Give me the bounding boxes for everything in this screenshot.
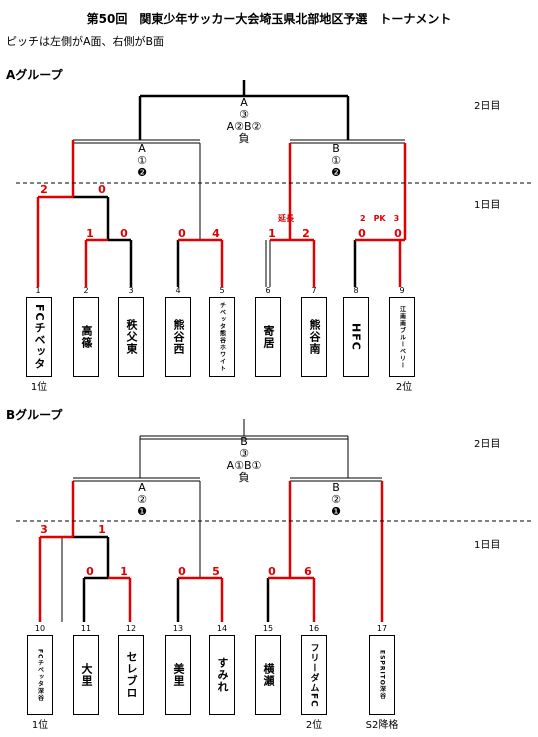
- group-a-final-info: A ③ A②B② 負: [224, 97, 264, 145]
- match-name: A: [138, 481, 146, 494]
- match-number: ②: [331, 493, 341, 506]
- team-box: 高篠: [73, 297, 99, 377]
- score: 6: [304, 565, 312, 578]
- group-b-day1-label: 1日目: [474, 540, 501, 551]
- group-b-label: Bグループ: [6, 408, 63, 422]
- team-number: 7: [311, 286, 317, 295]
- team-number: 1: [35, 286, 41, 295]
- team-number: 8: [353, 286, 359, 295]
- match-name: B: [332, 481, 340, 494]
- team-box: 江南南ブルーベリー: [389, 297, 415, 377]
- match-number: ③: [239, 447, 249, 460]
- group-b-semi-a-info: A ② ❶: [122, 482, 162, 518]
- score: 0: [120, 227, 128, 240]
- pk-tag: 2 PK 3: [360, 214, 400, 223]
- team-box: HFC: [343, 297, 369, 377]
- match-court: ❷: [331, 166, 341, 179]
- rank-label: 2位: [395, 382, 413, 393]
- score: 2: [40, 183, 48, 196]
- team-box: チベッタ熊谷ホワイト: [209, 297, 235, 377]
- team-number: 4: [175, 286, 181, 295]
- score: 1: [98, 523, 106, 536]
- group-a-day1-label: 1日目: [474, 200, 501, 211]
- group-a-semi-b-info: B ① ❷: [316, 143, 356, 179]
- score: 0: [98, 183, 106, 196]
- team-box: 横瀬: [255, 635, 281, 715]
- page-title: 第50回 関東少年サッカー大会埼玉県北部地区予選 トーナメント: [86, 12, 452, 26]
- group-b-day2-label: 2日目: [474, 439, 501, 450]
- team-number: 9: [399, 286, 405, 295]
- match-court: ❶: [137, 505, 147, 518]
- team-box: 大里: [73, 635, 99, 715]
- team-number: 14: [216, 624, 228, 633]
- team-number: 3: [128, 286, 134, 295]
- team-box: 美里: [165, 635, 191, 715]
- team-box: ESPRITO深谷: [369, 635, 395, 715]
- group-b-semi-b-info: B ② ❶: [316, 482, 356, 518]
- team-box: FCチベッタ: [26, 297, 52, 377]
- match-loser: 負: [238, 132, 250, 145]
- rank-label: 1位: [31, 720, 49, 731]
- team-number: 16: [308, 624, 320, 633]
- match-name: A: [138, 142, 146, 155]
- team-number: 5: [219, 286, 225, 295]
- team-number: 12: [125, 624, 137, 633]
- match-court: A②B②: [226, 120, 262, 133]
- score: 5: [212, 565, 220, 578]
- match-court: A①B①: [226, 459, 262, 472]
- match-number: ②: [137, 493, 147, 506]
- team-number: 15: [262, 624, 274, 633]
- team-box: 秩父東: [118, 297, 144, 377]
- score: 0: [178, 227, 186, 240]
- pitch-note: ピッチは左側がA面、右側がB面: [6, 35, 165, 48]
- rank-label: 2位: [305, 720, 323, 731]
- extra-time-tag: 延長: [278, 214, 294, 223]
- score: 0: [268, 565, 276, 578]
- team-number: 13: [172, 624, 184, 633]
- team-number: 10: [34, 624, 46, 633]
- score: 0: [178, 565, 186, 578]
- team-number: 17: [376, 624, 388, 633]
- match-court: ❷: [137, 166, 147, 179]
- rank-label: S2降格: [365, 720, 399, 731]
- match-name: A: [240, 96, 248, 109]
- team-box: セレブロ: [118, 635, 144, 715]
- match-number: ①: [137, 154, 147, 167]
- group-a-semi-a-info: A ① ❷: [122, 143, 162, 179]
- team-number: 2: [83, 286, 89, 295]
- team-box: すみれ: [209, 635, 235, 715]
- score: 0: [86, 565, 94, 578]
- match-loser: 負: [238, 471, 250, 484]
- match-name: B: [332, 142, 340, 155]
- team-number: 6: [265, 286, 271, 295]
- team-box: 熊谷南: [301, 297, 327, 377]
- match-court: ❶: [331, 505, 341, 518]
- match-name: B: [240, 435, 248, 448]
- score: 1: [268, 227, 276, 240]
- score: 1: [120, 565, 128, 578]
- score: 2: [302, 227, 310, 240]
- team-box: 熊谷西: [165, 297, 191, 377]
- team-number: 11: [80, 624, 92, 633]
- team-box: フリーダムFC: [301, 635, 327, 715]
- match-number: ①: [331, 154, 341, 167]
- score: 0: [394, 227, 402, 240]
- match-number: ③: [239, 108, 249, 121]
- group-b-final-info: B ③ A①B① 負: [224, 436, 264, 484]
- team-box: 寄居: [255, 297, 281, 377]
- score: 4: [212, 227, 220, 240]
- group-a-day2-label: 2日目: [474, 101, 501, 112]
- score: 1: [86, 227, 94, 240]
- team-box: FCチベッタ深谷: [27, 635, 53, 715]
- score: 3: [40, 523, 48, 536]
- score: 0: [358, 227, 366, 240]
- rank-label: 1位: [30, 382, 48, 393]
- group-a-label: Aグループ: [6, 68, 63, 82]
